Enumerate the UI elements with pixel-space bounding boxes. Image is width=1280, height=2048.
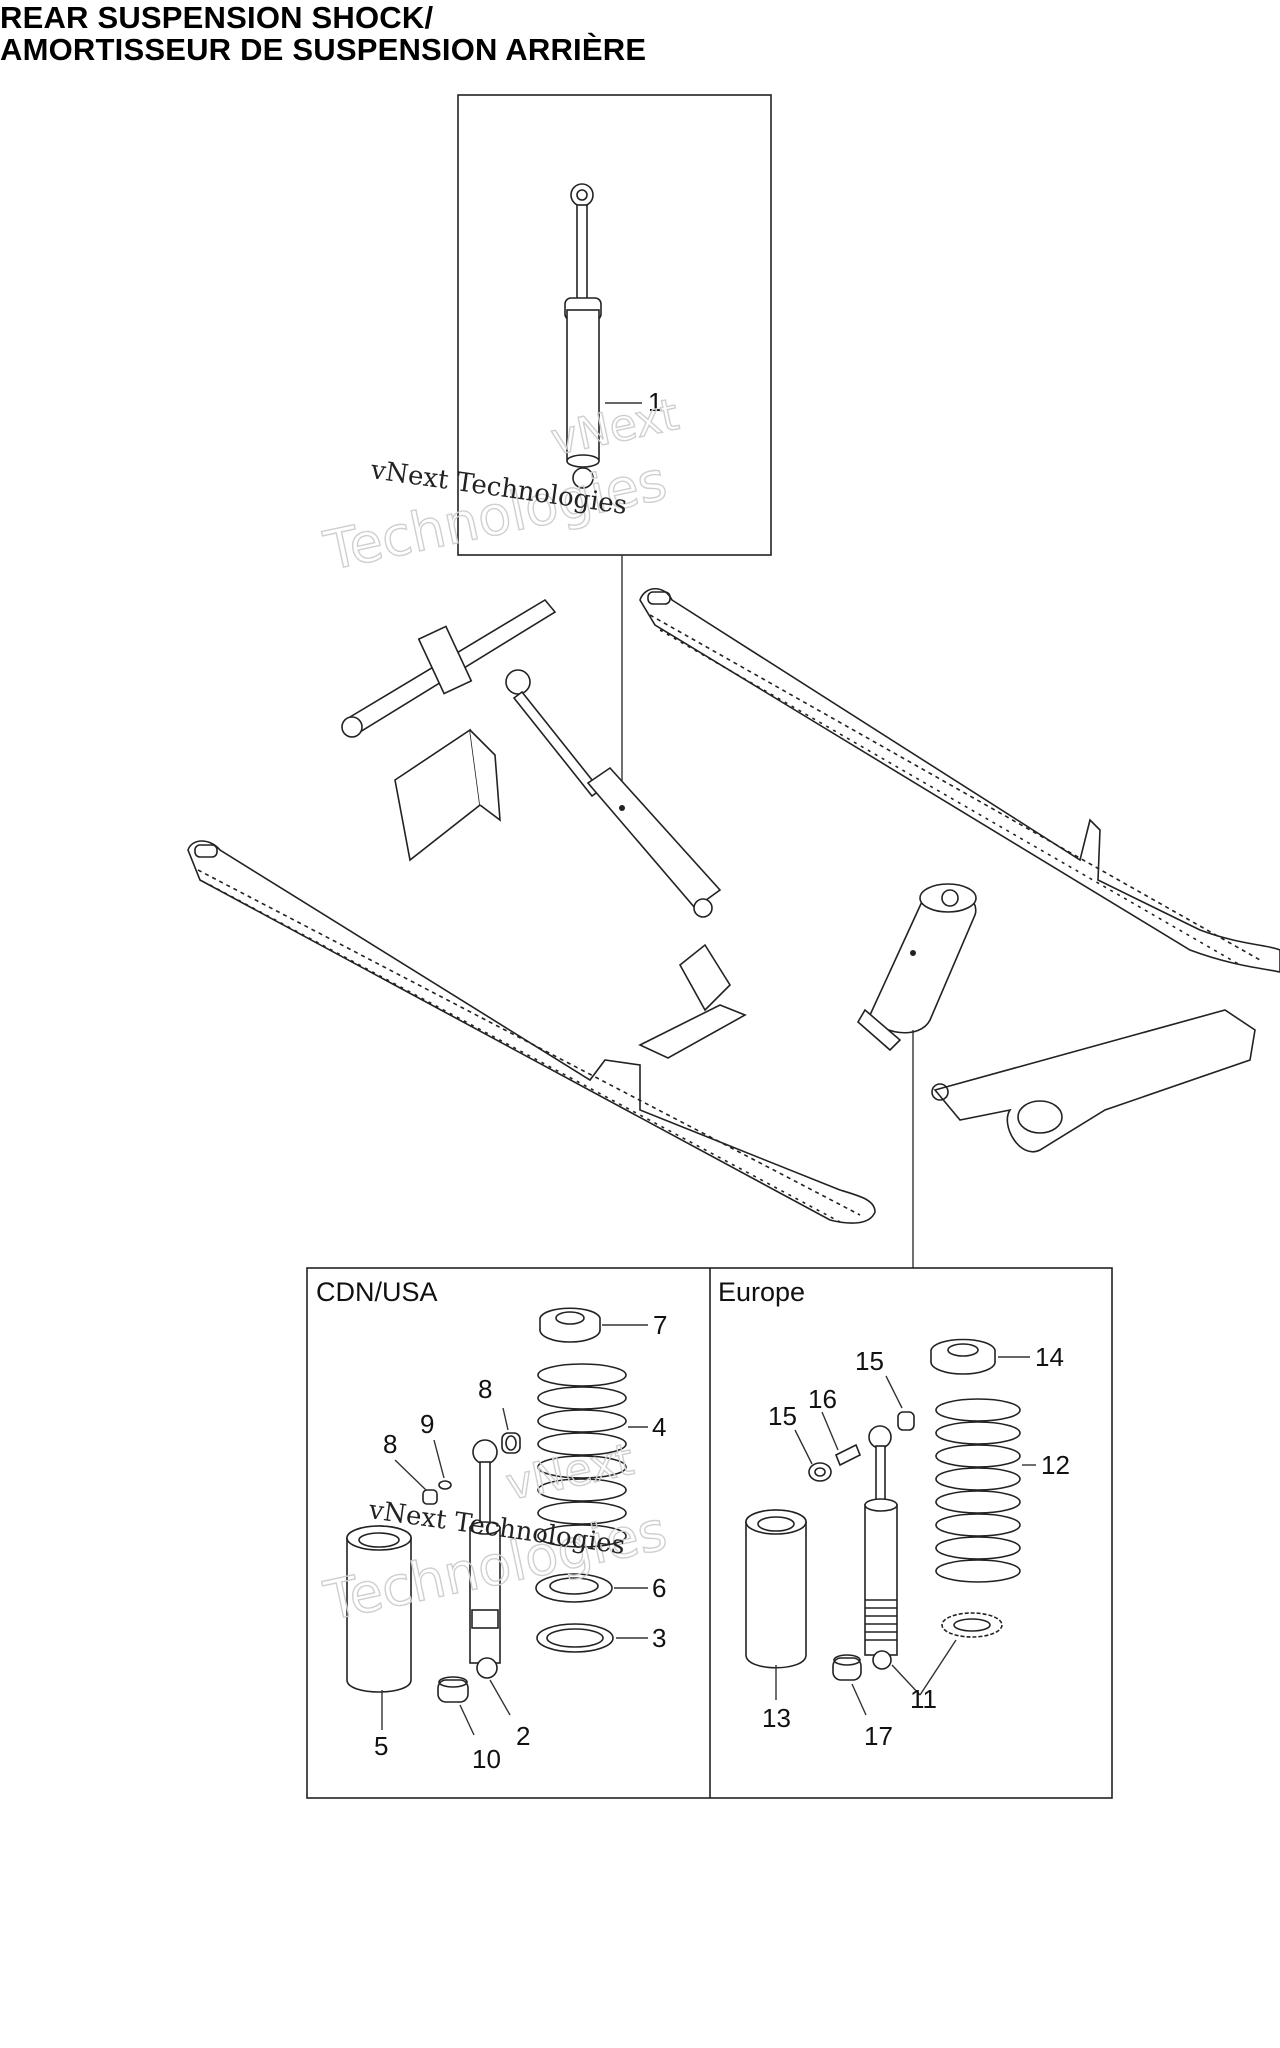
center-shock-absorber xyxy=(505,669,722,918)
shock-damper-europe xyxy=(864,1425,898,1670)
page-title-line2: AMORTISSEUR DE SUSPENSION ARRIÈRE xyxy=(0,32,647,67)
rear-shock-with-spring xyxy=(856,883,977,1052)
shock-absorber-1 xyxy=(564,183,602,489)
callout-3: 3 xyxy=(652,1623,666,1653)
callout-16: 16 xyxy=(808,1384,837,1414)
region-label-europe: Europe xyxy=(718,1277,805,1307)
protector-13 xyxy=(745,1509,807,1669)
pin-9 xyxy=(438,1480,452,1490)
coil-spring-4 xyxy=(537,1363,627,1548)
front-arm-assembly xyxy=(341,598,557,862)
adjuster-ring-11 xyxy=(941,1612,1003,1638)
bushing-8-lower xyxy=(422,1489,438,1505)
rear-arm-assembly xyxy=(931,1009,1256,1153)
shock-damper-2 xyxy=(469,1439,501,1679)
bushing-15-upper xyxy=(897,1411,915,1431)
callout-2: 2 xyxy=(516,1721,530,1751)
callout-5: 5 xyxy=(374,1731,388,1761)
callout-8-upper: 8 xyxy=(478,1374,492,1404)
coil-spring-12 xyxy=(935,1398,1021,1583)
callout-6: 6 xyxy=(652,1573,666,1603)
inset-box-shock xyxy=(457,94,772,556)
callout-12: 12 xyxy=(1041,1450,1070,1480)
collar-6 xyxy=(535,1573,613,1603)
callout-13: 13 xyxy=(762,1703,791,1733)
spring-stopper-7 xyxy=(539,1307,601,1343)
callout-15-lower: 15 xyxy=(768,1401,797,1431)
callout-15-upper: 15 xyxy=(855,1346,884,1376)
left-slide-rail xyxy=(187,840,876,1224)
region-label-cdn-usa: CDN/USA xyxy=(316,1277,438,1307)
protector-5 xyxy=(346,1525,412,1693)
right-slide-rail xyxy=(639,587,1280,973)
callout-7: 7 xyxy=(653,1310,667,1340)
center-bracket xyxy=(638,943,747,1059)
callout-17: 17 xyxy=(864,1721,893,1751)
callout-10: 10 xyxy=(472,1744,501,1774)
callout-9: 9 xyxy=(420,1409,434,1439)
watermark-top: vNext Technologies vNext Technologies xyxy=(318,388,684,583)
bushing-17 xyxy=(832,1654,862,1681)
spring-stopper-14 xyxy=(930,1338,996,1375)
page-title-line1: REAR SUSPENSION SHOCK/ xyxy=(0,0,434,35)
bushing-8-upper xyxy=(501,1432,521,1454)
washer-3 xyxy=(536,1623,614,1653)
bushing-10 xyxy=(437,1676,469,1703)
callout-4: 4 xyxy=(652,1412,666,1442)
sleeve-16 xyxy=(834,1443,862,1467)
callout-1: 1 xyxy=(648,387,662,417)
bushing-15-lower xyxy=(808,1462,832,1482)
callout-14: 14 xyxy=(1035,1342,1064,1372)
callout-11: 11 xyxy=(910,1684,937,1714)
callout-8-lower: 8 xyxy=(383,1429,397,1459)
